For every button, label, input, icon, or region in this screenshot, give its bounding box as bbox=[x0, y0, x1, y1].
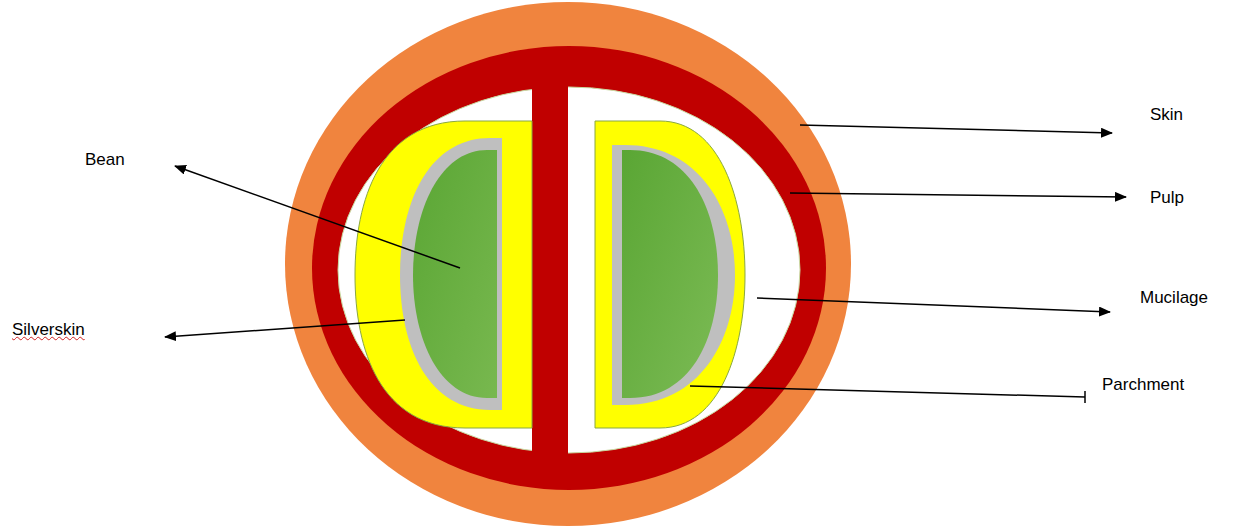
leader-line bbox=[790, 193, 1126, 197]
silverskin-right bbox=[612, 145, 735, 405]
part-label: Skin bbox=[1150, 105, 1183, 125]
leader-line bbox=[165, 320, 405, 337]
parchment-left bbox=[355, 121, 532, 428]
leader-line bbox=[800, 125, 1112, 133]
part-label: Mucilage bbox=[1140, 288, 1208, 308]
silverskin-left bbox=[400, 138, 502, 410]
pulp-layer bbox=[312, 46, 826, 490]
parchment-right bbox=[595, 121, 745, 428]
part-label: Bean bbox=[85, 150, 125, 170]
part-label: Silverskin bbox=[12, 320, 85, 340]
leader-line bbox=[757, 298, 1110, 312]
leader-bar bbox=[1084, 391, 1086, 403]
part-label: Pulp bbox=[1150, 188, 1184, 208]
pulp-divider bbox=[532, 60, 568, 478]
bean-right bbox=[622, 150, 718, 398]
leader-line bbox=[175, 166, 460, 268]
part-label: Parchment bbox=[1102, 375, 1184, 395]
skin-layer bbox=[285, 2, 851, 526]
bean-left bbox=[413, 150, 497, 398]
mucilage-layer bbox=[338, 87, 800, 453]
leader-line bbox=[690, 386, 1085, 397]
